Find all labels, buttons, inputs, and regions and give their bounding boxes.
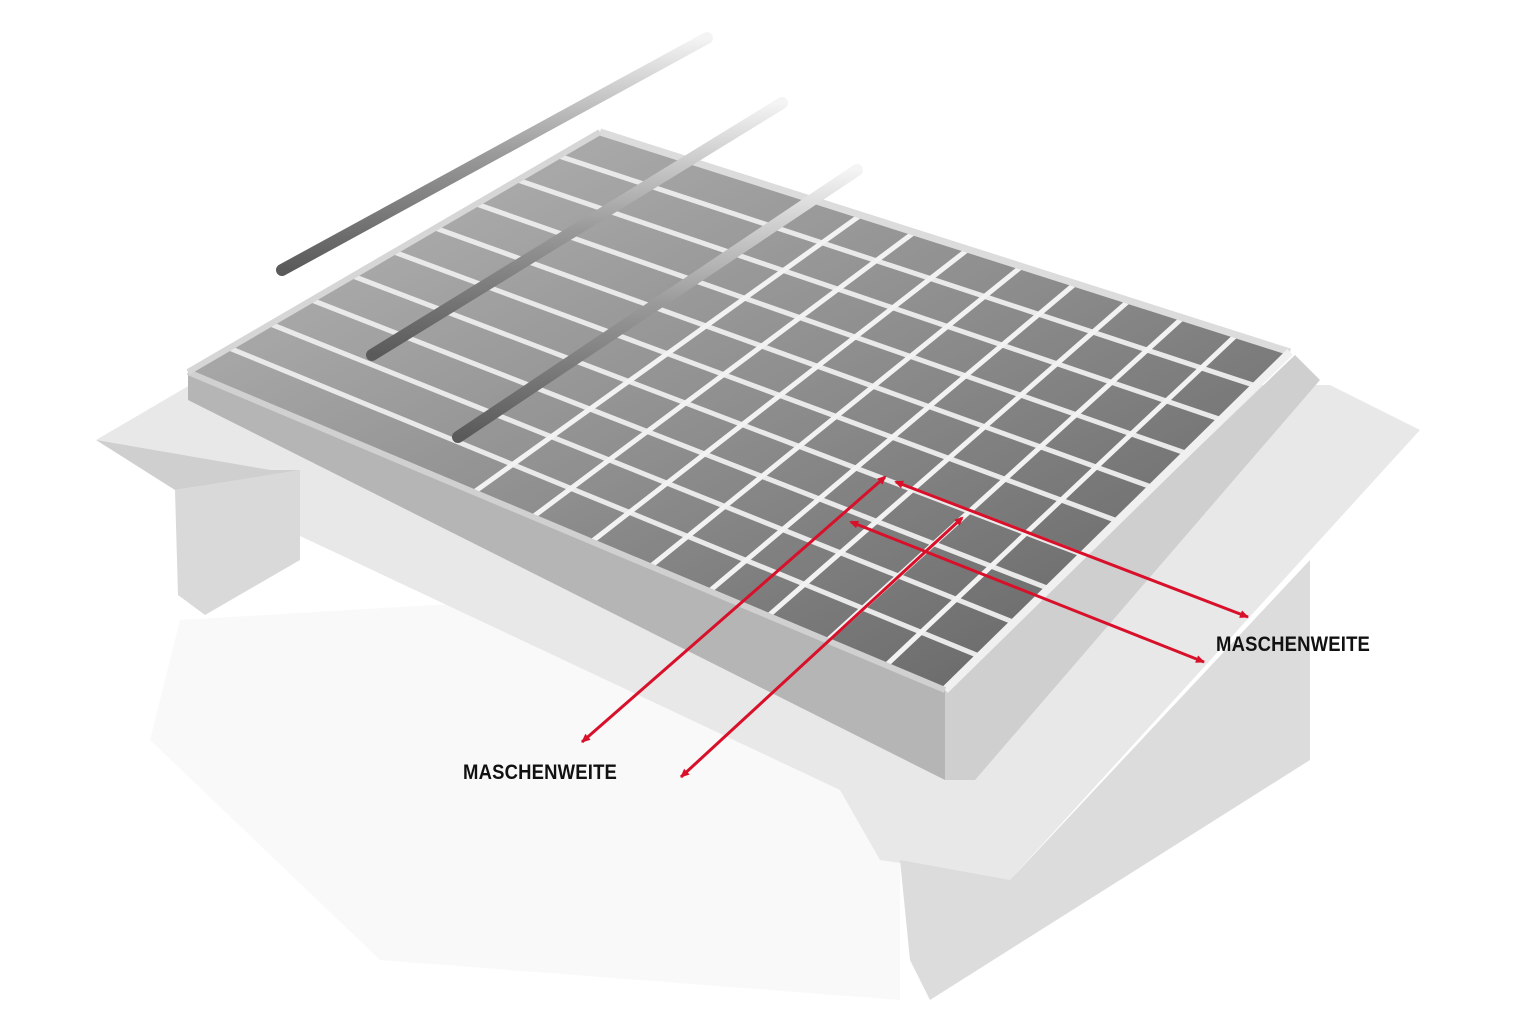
frame-edge <box>598 128 1292 356</box>
bearing-bar <box>475 201 1188 456</box>
mesh-width-label-right: MASCHENWEITE <box>1216 633 1371 656</box>
cross-rod <box>452 164 863 443</box>
cross-rod <box>366 97 788 361</box>
bearing-bar <box>393 249 1119 524</box>
cross-bar <box>531 230 916 519</box>
dimension-arrows <box>581 475 1249 779</box>
cross-bar <box>472 213 863 495</box>
mesh-width-label-left: MASCHENWEITE <box>463 761 618 784</box>
bearing-bar <box>434 225 1153 490</box>
bearing-bar <box>558 153 1257 389</box>
cross-rods <box>276 32 863 443</box>
frame-edge <box>186 129 602 375</box>
cross-rod <box>276 32 713 276</box>
bearing-bar <box>516 177 1222 422</box>
arrow-mesh-width-left-2 <box>679 516 964 779</box>
